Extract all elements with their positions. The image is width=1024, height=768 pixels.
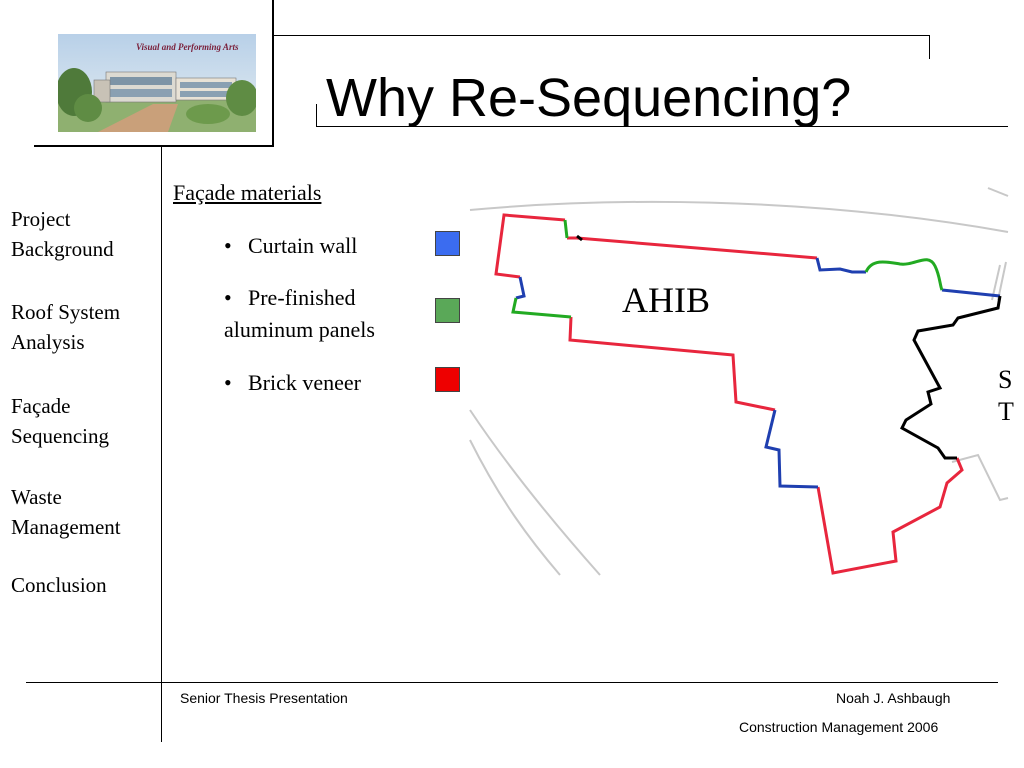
nav-item-facade-sequencing[interactable]: Façade Sequencing [11, 391, 159, 451]
logo-image: Visual and Performing Arts [58, 34, 256, 132]
facade-site-plan: AHIB S T [469, 187, 1014, 576]
plan-label-partial-bottom: T [998, 397, 1014, 426]
nav-item-line: Analysis [11, 330, 85, 354]
legend-item-curtain-wall: • Curtain wall [224, 230, 357, 262]
legend-label-line2: aluminum panels [224, 317, 375, 342]
footer-divider-line [26, 682, 998, 683]
plan-label-partial-top: S [998, 365, 1012, 394]
swatch-aluminum-panels [435, 298, 460, 323]
nav-item-line: Sequencing [11, 424, 109, 448]
footer-program: Construction Management 2006 [739, 719, 939, 735]
swatch-brick-veneer [435, 367, 460, 392]
nav-item-conclusion[interactable]: Conclusion [11, 570, 159, 600]
facade-materials-heading: Façade materials [173, 180, 322, 205]
logo-frame-bottom-line [34, 145, 274, 147]
nav-item-line: Project [11, 207, 71, 231]
bullet-dot-icon: • [224, 370, 232, 395]
nav-item-waste-management[interactable]: Waste Management [11, 482, 159, 542]
nav-item-project-background[interactable]: Project Background [11, 204, 159, 264]
nav-item-line: Roof System [11, 300, 121, 324]
plan-label-ahib: AHIB [622, 280, 710, 320]
nav-item-line: Waste [11, 485, 62, 509]
title-top-right-tick [929, 35, 930, 59]
nav-item-roof-system-analysis[interactable]: Roof System Analysis [11, 297, 159, 357]
legend-label: Brick veneer [248, 370, 361, 395]
bullet-dot-icon: • [224, 233, 232, 258]
nav-item-line: Management [11, 515, 121, 539]
legend-label: Curtain wall [248, 233, 358, 258]
swatch-curtain-wall [435, 231, 460, 256]
legend-item-aluminum-panels: • Pre-finished aluminum panels [224, 282, 375, 346]
nav-item-line: Façade [11, 394, 71, 418]
legend-label: Pre-finished [248, 285, 356, 310]
logo-frame-right-line [272, 0, 274, 146]
title-underline [316, 126, 1008, 127]
logo-text: Visual and Performing Arts [136, 42, 239, 52]
legend-item-brick-veneer: • Brick veneer [224, 367, 361, 399]
title-top-line [274, 35, 930, 36]
sidebar-divider-line [161, 146, 162, 742]
nav-item-line: Conclusion [11, 573, 107, 597]
slide-title: Why Re-Sequencing? [326, 68, 852, 128]
title-left-tick [316, 104, 317, 127]
nav-item-line: Background [11, 237, 114, 261]
footer-author-name: Noah J. Ashbaugh [836, 690, 951, 706]
footer-presentation-title: Senior Thesis Presentation [180, 690, 348, 706]
bullet-dot-icon: • [224, 285, 232, 310]
